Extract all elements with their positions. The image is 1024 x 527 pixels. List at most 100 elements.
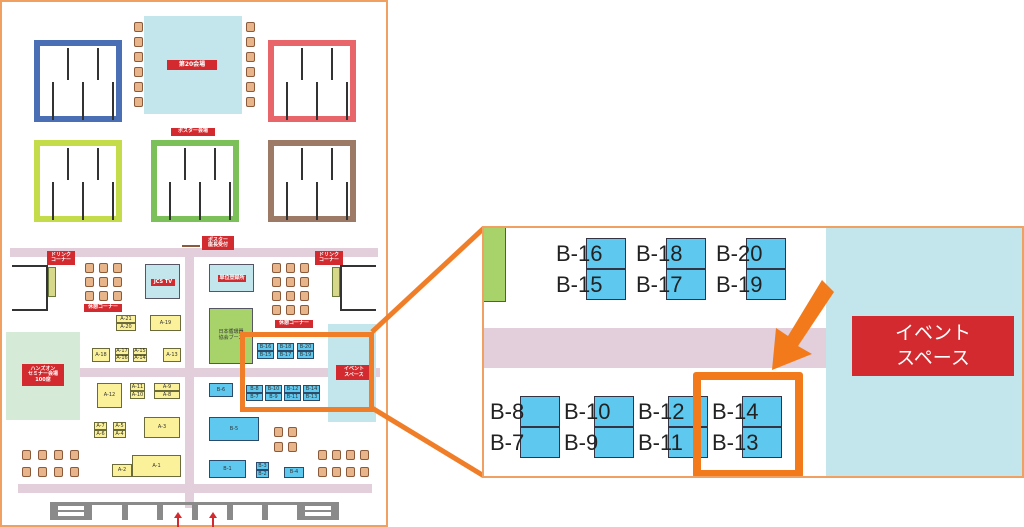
- booth-cell[interactable]: [594, 396, 634, 427]
- seat-icon: [134, 97, 143, 107]
- table-icon: [54, 467, 63, 477]
- booth-A-9[interactable]: A-9: [154, 383, 180, 391]
- booth-B-14[interactable]: B-14: [303, 385, 320, 393]
- booth-B-11[interactable]: B-11: [284, 393, 301, 401]
- booth-cell[interactable]: [746, 269, 786, 300]
- booth-A-21[interactable]: A-21: [116, 315, 136, 323]
- booth-A-8[interactable]: A-8: [154, 391, 180, 399]
- booth-label-B-19[interactable]: B-19: [716, 272, 763, 297]
- booth-label-B-8[interactable]: B-8: [490, 399, 525, 424]
- table-icon: [318, 450, 327, 460]
- booth-A-6[interactable]: A-6: [94, 430, 107, 438]
- booth-A-4[interactable]: A-4: [113, 430, 126, 438]
- hall-blue: [34, 40, 122, 122]
- pillar: [157, 502, 163, 520]
- booth-B-17[interactable]: B-17: [277, 351, 294, 359]
- table-icon: [99, 277, 108, 287]
- booth-A-15[interactable]: A-15: [133, 348, 147, 355]
- booth-B-1[interactable]: B-1: [209, 460, 246, 478]
- drink-booth-left: [12, 265, 48, 311]
- booth-label-B-12[interactable]: B-12: [638, 399, 685, 424]
- booth-label-B-11[interactable]: B-11: [638, 430, 683, 455]
- booth-B-15[interactable]: B-15: [257, 351, 274, 359]
- booth-label-B-16[interactable]: B-16: [556, 241, 603, 266]
- booth-B-10[interactable]: B-10: [265, 385, 282, 393]
- booth-A-19[interactable]: A-19: [150, 315, 181, 331]
- booth-label-B-14[interactable]: B-14: [712, 399, 759, 424]
- booth-B-3[interactable]: B-3: [256, 462, 269, 470]
- booth-cell[interactable]: [666, 269, 706, 300]
- booth-A-17[interactable]: A-17: [115, 348, 129, 355]
- partition-line: [97, 148, 99, 180]
- booth-B-20[interactable]: B-20: [297, 343, 314, 351]
- booth-A-12[interactable]: A-12: [97, 383, 122, 408]
- event-space-overview: イベント スペース: [328, 324, 376, 422]
- booth-cell[interactable]: [594, 427, 634, 458]
- booth-B-13[interactable]: B-13: [303, 393, 320, 401]
- connector-line-bottom: [370, 405, 486, 479]
- table-icon: [346, 467, 355, 477]
- stair-left: [50, 502, 92, 520]
- booth-label-B-7[interactable]: B-7: [490, 430, 525, 455]
- booth-B-9[interactable]: B-9: [265, 393, 282, 401]
- table-icon: [286, 291, 295, 301]
- booth-cell[interactable]: [668, 396, 708, 427]
- stair-step: [58, 512, 84, 516]
- booth-label-B-9[interactable]: B-9: [564, 430, 599, 455]
- stair-step: [305, 506, 331, 510]
- partition-line: [97, 48, 99, 80]
- partition-line: [346, 182, 348, 220]
- unit-registration-area: 単位登録所: [209, 264, 254, 292]
- booth-A-20[interactable]: A-20: [116, 323, 136, 331]
- table-icon: [85, 291, 94, 301]
- booth-A-13[interactable]: A-13: [163, 348, 181, 362]
- booth-A-3[interactable]: A-3: [144, 417, 180, 438]
- booth-label-B-17[interactable]: B-17: [636, 272, 683, 297]
- booth-cell[interactable]: [746, 238, 786, 269]
- table-icon: [113, 263, 122, 273]
- booth-A-2[interactable]: A-2: [112, 464, 132, 477]
- booth-cell[interactable]: [586, 269, 626, 300]
- booth-label-B-10[interactable]: B-10: [564, 399, 611, 424]
- booth-A-7[interactable]: A-7: [94, 422, 107, 430]
- booth-A-16[interactable]: A-16: [115, 355, 129, 362]
- partition-line: [52, 182, 54, 220]
- drink-corner-left-label: ドリンク コーナー: [47, 251, 75, 265]
- booth-cell[interactable]: [742, 396, 782, 427]
- booth-A-14[interactable]: A-14: [133, 355, 147, 362]
- booth-cell[interactable]: [666, 238, 706, 269]
- booth-cell[interactable]: [668, 427, 708, 458]
- booth-label-B-20[interactable]: B-20: [716, 241, 763, 266]
- booth-B-19[interactable]: B-19: [297, 351, 314, 359]
- booth-A-5[interactable]: A-5: [113, 422, 126, 430]
- booth-B-8[interactable]: B-8: [246, 385, 263, 393]
- table-icon: [85, 277, 94, 287]
- seat-icon: [246, 22, 255, 32]
- hall-red: [268, 40, 356, 122]
- booth-A-1[interactable]: A-1: [132, 455, 181, 477]
- booth-B-6[interactable]: B-6: [209, 383, 233, 397]
- booth-label-B-18[interactable]: B-18: [636, 241, 683, 266]
- booth-B-4[interactable]: B-4: [284, 467, 304, 478]
- booth-A-10[interactable]: A-10: [130, 391, 145, 399]
- booth-cell[interactable]: [586, 238, 626, 269]
- booth-A-11[interactable]: A-11: [130, 383, 145, 391]
- booth-B-7[interactable]: B-7: [246, 393, 263, 401]
- table-icon: [300, 291, 309, 301]
- booth-cell[interactable]: [520, 396, 560, 427]
- booth-B-5[interactable]: B-5: [209, 417, 259, 441]
- booth-label-B-13[interactable]: B-13: [712, 430, 759, 455]
- table-icon: [272, 263, 281, 273]
- booth-cell[interactable]: [520, 427, 560, 458]
- table-icon: [113, 277, 122, 287]
- booth-B-16[interactable]: B-16: [257, 343, 274, 351]
- booth-cell[interactable]: [742, 427, 782, 458]
- booth-B-2[interactable]: B-2: [256, 470, 269, 478]
- drink-counter-left: [48, 267, 56, 297]
- booth-B-18[interactable]: B-18: [277, 343, 294, 351]
- booth-A-18[interactable]: A-18: [92, 348, 110, 362]
- booth-B-12[interactable]: B-12: [284, 385, 301, 393]
- table-icon: [346, 450, 355, 460]
- booth-label-B-15[interactable]: B-15: [556, 272, 603, 297]
- zoom-region-highlight: [240, 332, 374, 412]
